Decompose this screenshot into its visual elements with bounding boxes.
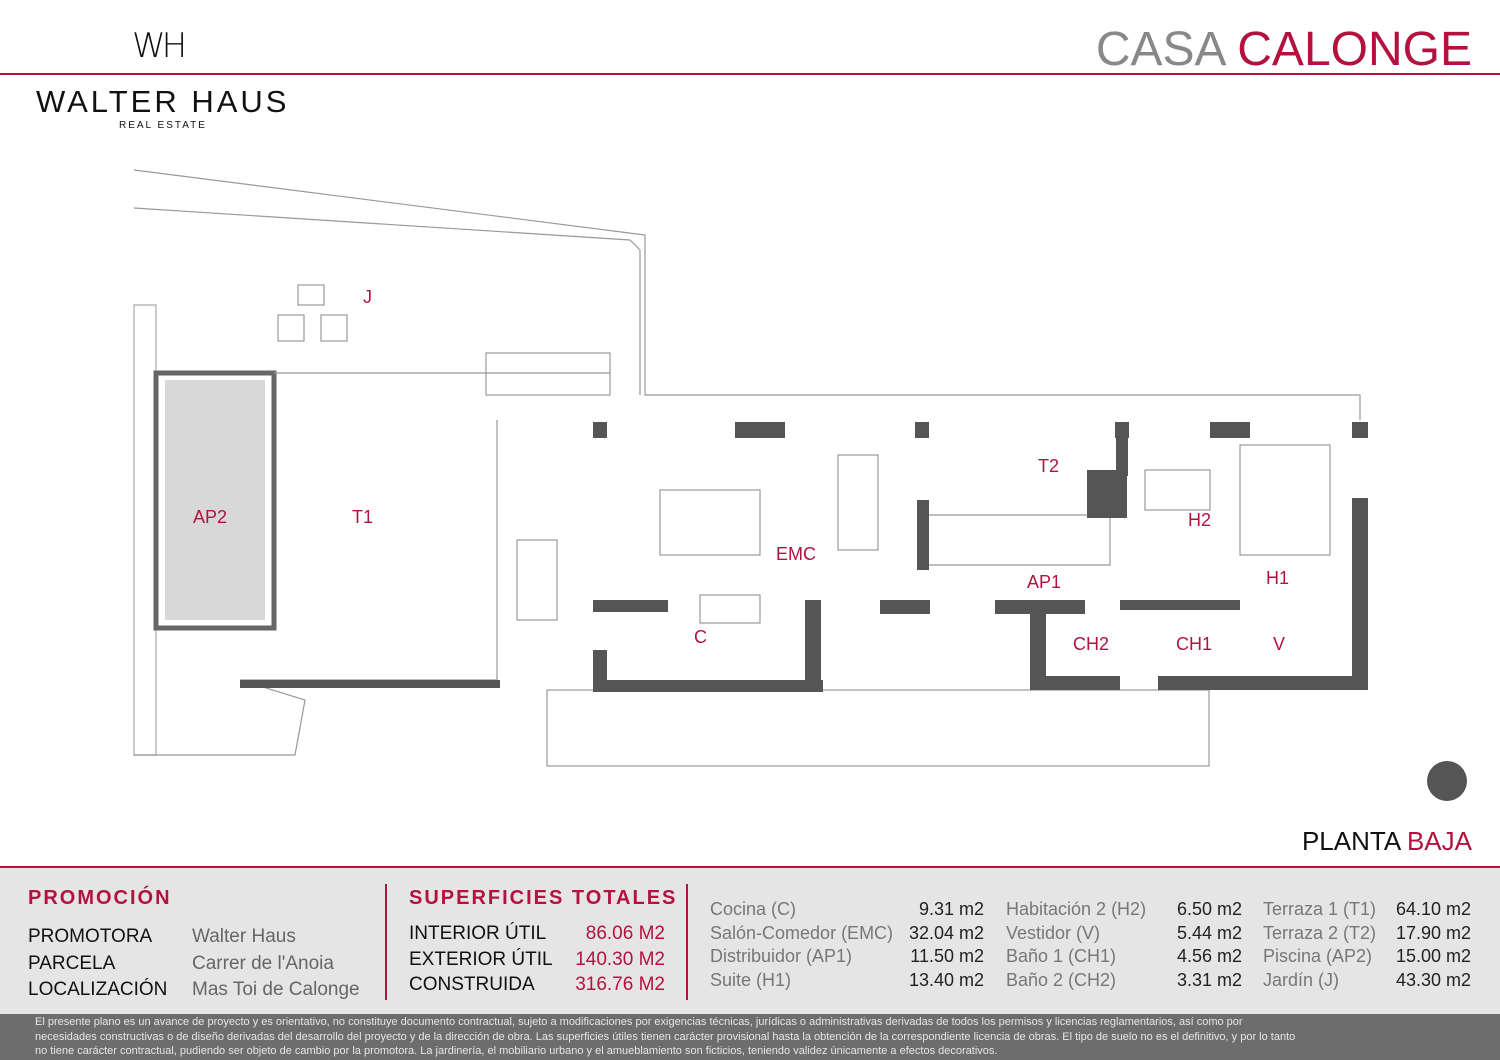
- row-value: 316.76 M2: [575, 974, 665, 995]
- pool: [153, 370, 277, 631]
- room-area: 5.44 m2: [1176, 922, 1242, 943]
- room-area: 9.31 m2: [918, 899, 984, 919]
- superficies-row: CONSTRUIDA 316.76 M2: [409, 972, 665, 998]
- disclaimer-line: necesidades constructivas o de diseño de…: [35, 1030, 1296, 1043]
- header-divider: [0, 73, 1500, 75]
- room-name: Habitación 2 (H2): [1006, 899, 1147, 919]
- room-area: 13.40 m2: [908, 969, 984, 990]
- room-row: Distribuidor (AP1) 11.50 m2: [710, 945, 984, 969]
- rooms-column: Cocina (C) 9.31 m2 Salón-Comedor (EMC) 32.0…: [710, 898, 984, 992]
- room-area: 32.04 m2: [908, 922, 984, 943]
- label-v: V: [1273, 634, 1285, 654]
- room-row: Habitación 2 (H2) 6.50 m2: [1006, 898, 1242, 922]
- promocion-heading: PROMOCIÓN: [28, 887, 172, 909]
- room-row: Salón-Comedor (EMC) 32.04 m2: [710, 922, 984, 946]
- superficies-row: INTERIOR ÚTIL 86.06 M2: [409, 921, 665, 947]
- room-area: 64.10 m2: [1395, 899, 1471, 919]
- compass-icon: [1427, 761, 1467, 801]
- room-row: Terraza 2 (T2) 17.90 m2: [1263, 922, 1471, 946]
- room-name: Baño 2 (CH2): [1006, 969, 1117, 990]
- level-part1: PLANTA: [1301, 826, 1400, 856]
- brand-name: WALTER HAUS: [36, 84, 290, 119]
- label-ch1: CH1: [1176, 634, 1212, 654]
- room-area: 43.30 m2: [1395, 969, 1471, 990]
- room-name: Jardín (J): [1263, 969, 1340, 990]
- room-name: Terraza 1 (T1): [1263, 899, 1377, 919]
- floor-plan: J AP2 T1 EMC C T2 AP1 H2 H1 CH2 CH1 V: [133, 169, 1467, 801]
- level-part2: BAJA: [1406, 826, 1472, 856]
- room-row: Suite (H1) 13.40 m2: [710, 969, 984, 993]
- promocion-row: PROMOTORA Walter Haus: [28, 924, 360, 951]
- promocion-table: PROMOTORA Walter Haus PARCELA Carrer de l'…: [28, 924, 360, 1004]
- room-row: Vestidor (V) 5.44 m2: [1006, 922, 1242, 946]
- label-j: J: [363, 287, 372, 307]
- divider: [385, 884, 387, 1000]
- label-h1: H1: [1266, 568, 1289, 588]
- room-name: Salón-Comedor (EMC): [710, 922, 894, 943]
- room-row: Baño 2 (CH2) 3.31 m2: [1006, 969, 1242, 993]
- row-value: 86.06 M2: [585, 923, 665, 944]
- disclaimer-line: no tiene carácter contractual, pudiendo …: [35, 1045, 998, 1057]
- rooms-column: Habitación 2 (H2) 6.50 m2 Vestidor (V) 5.44…: [1006, 898, 1242, 992]
- page-title: CASA CALONGE: [1096, 22, 1472, 77]
- label-ap2: AP2: [193, 507, 227, 527]
- room-name: Baño 1 (CH1): [1006, 946, 1117, 966]
- title-part1: CASA: [1095, 23, 1224, 76]
- row-value: Walter Haus: [192, 926, 296, 947]
- room-name: Vestidor (V): [1006, 922, 1101, 943]
- row-label: PARCELA: [28, 952, 116, 974]
- rooms-column: Terraza 1 (T1) 64.10 m2 Terraza 2 (T2) 17.9…: [1263, 898, 1471, 992]
- room-name: Terraza 2 (T2): [1263, 922, 1377, 943]
- room-name: Suite (H1): [710, 969, 792, 990]
- row-label: INTERIOR ÚTIL: [409, 923, 547, 944]
- room-row: Piscina (AP2) 15.00 m2: [1263, 945, 1471, 969]
- room-name: Distribuidor (AP1): [710, 946, 853, 966]
- divider: [686, 884, 688, 1000]
- room-row: Terraza 1 (T1) 64.10 m2: [1263, 898, 1471, 922]
- label-t2: T2: [1038, 456, 1059, 476]
- row-label: EXTERIOR ÚTIL: [409, 948, 553, 970]
- rear-garden: [546, 689, 1210, 767]
- plot-boundary: [133, 169, 1361, 420]
- label-c: C: [694, 627, 707, 647]
- info-panel: PROMOCIÓN PROMOTORA Walter Haus PARCELA Ca…: [0, 866, 1500, 1016]
- row-value: Carrer de l'Anoia: [192, 952, 334, 974]
- row-label: PROMOTORA: [28, 926, 153, 947]
- label-emc: EMC: [776, 544, 816, 564]
- room-area: 15.00 m2: [1395, 946, 1471, 966]
- row-label: LOCALIZACIÓN: [28, 979, 168, 1000]
- label-ap1: AP1: [1027, 572, 1061, 592]
- promocion-row: LOCALIZACIÓN Mas Toi de Calonge: [28, 977, 360, 1004]
- room-area: 11.50 m2: [910, 946, 984, 966]
- promocion-row: PARCELA Carrer de l'Anoia: [28, 951, 360, 978]
- superficies-table: INTERIOR ÚTIL 86.06 M2 EXTERIOR ÚTIL 140.3…: [409, 921, 665, 998]
- room-name: Cocina (C): [710, 899, 797, 919]
- logo-mark: WH: [132, 26, 187, 66]
- floor-level: PLANTA BAJA: [1302, 826, 1472, 857]
- label-ch2: CH2: [1073, 634, 1109, 654]
- row-value: 140.30 M2: [575, 948, 665, 970]
- room-row: Cocina (C) 9.31 m2: [710, 898, 984, 922]
- row-value: Mas Toi de Calonge: [192, 979, 360, 1000]
- room-area: 4.56 m2: [1176, 946, 1242, 966]
- room-area: 3.31 m2: [1176, 969, 1242, 990]
- row-label: CONSTRUIDA: [409, 974, 535, 995]
- brand-subtitle: REAL ESTATE: [119, 120, 207, 131]
- room-name: Piscina (AP2): [1263, 946, 1373, 966]
- label-t1: T1: [352, 507, 373, 527]
- room-row: Jardín (J) 43.30 m2: [1263, 969, 1471, 993]
- disclaimer: El presente plano es un avance de proyec…: [0, 1014, 1500, 1060]
- room-area: 17.90 m2: [1395, 922, 1471, 943]
- superficies-row: EXTERIOR ÚTIL 140.30 M2: [409, 947, 665, 973]
- disclaimer-line: El presente plano es un avance de proyec…: [35, 1016, 1243, 1028]
- title-part2: CALONGE: [1237, 23, 1472, 76]
- label-h2: H2: [1188, 510, 1211, 530]
- room-row: Baño 1 (CH1) 4.56 m2: [1006, 945, 1242, 969]
- superficies-heading: SUPERFICIES TOTALES: [409, 887, 678, 909]
- room-area: 6.50 m2: [1176, 899, 1242, 919]
